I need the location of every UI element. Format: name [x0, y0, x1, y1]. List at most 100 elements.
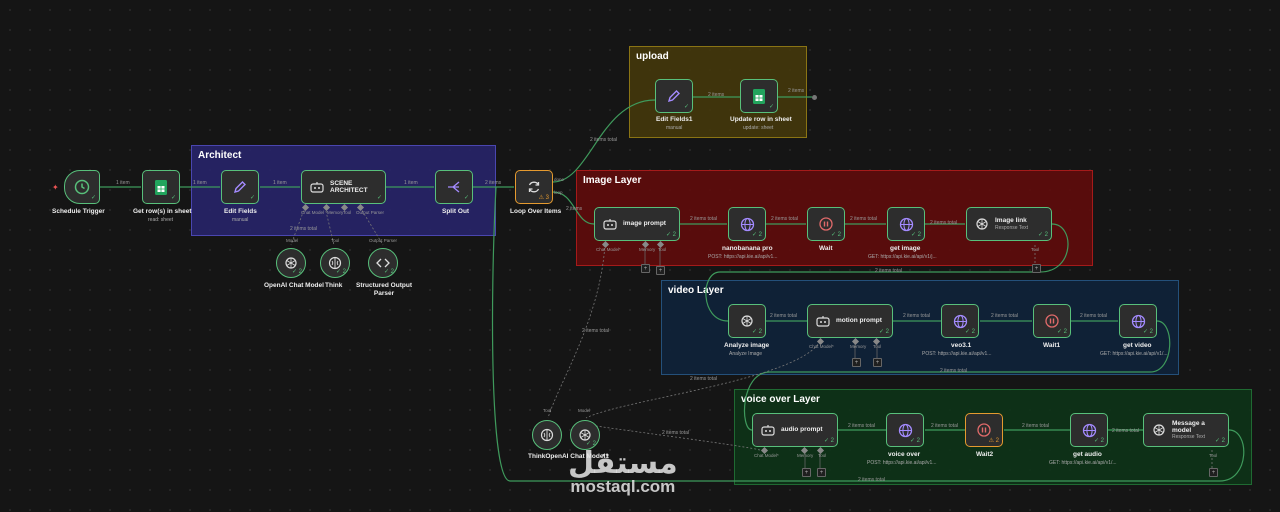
node-label: Edit Fields [224, 208, 257, 215]
node-label: Update row in sheet [730, 116, 792, 123]
node-label: Loop Over Items [510, 208, 562, 215]
edge-label: 2 items total [875, 268, 902, 274]
node-think-bottom[interactable] [532, 420, 562, 450]
node-text-stack: Message a model Response Text [1172, 420, 1212, 441]
openai-icon [578, 428, 592, 442]
node-label-text: Structured Output Parser [356, 282, 412, 298]
sub-port-label: Tool [873, 344, 882, 349]
node-subtitle: POST: https://api.kie.ai/api/v1... [867, 460, 937, 466]
add-tool-button[interactable]: + [817, 468, 826, 477]
node-wait1[interactable]: ✓ 2 [1033, 304, 1071, 338]
node-subtitle: GET: https://api.kie.ai/api/v1/... [1049, 460, 1117, 466]
add-memory-button[interactable]: + [802, 468, 811, 477]
node-openai-chat-model1[interactable]: ✓ 2 [570, 420, 600, 450]
node-label: veo3.1 [951, 342, 972, 349]
edge-label: 2 items [485, 180, 502, 186]
add-memory-button[interactable]: + [852, 358, 861, 367]
sub-port-label: Memory [797, 453, 814, 458]
node-wait2[interactable]: ⚠ 2 [965, 413, 1003, 447]
node-label: get image [890, 245, 921, 252]
watermark-arabic: مستقل [568, 446, 678, 481]
node-get-audio[interactable]: ✓ 2 [1070, 413, 1108, 447]
node-motion-prompt[interactable]: motion prompt ✓ 2 [807, 304, 893, 338]
node-nanobanana-pro[interactable]: ✓ 2 [728, 207, 766, 241]
openai-icon [975, 217, 989, 231]
node-text-stack: Image link Response Text [995, 217, 1028, 230]
loop-refresh-icon [527, 180, 541, 194]
node-edit-fields1[interactable]: ✓ [655, 79, 693, 113]
code-brackets-icon [376, 257, 390, 269]
pause-icon [819, 217, 833, 231]
edge-label: 2 items [566, 206, 583, 212]
node-get-video[interactable]: ✓ 2 [1119, 304, 1157, 338]
add-memory-button[interactable]: + [641, 264, 650, 273]
edge-label: 2 items total [690, 216, 717, 222]
node-veo31[interactable]: ✓ 2 [941, 304, 979, 338]
globe-icon [953, 314, 968, 329]
node-scene-architect[interactable]: SCENE ARCHITECT ✓ [301, 170, 386, 204]
edge-label: 2 items total [991, 313, 1018, 319]
node-get-image[interactable]: ✓ 2 [887, 207, 925, 241]
node-edit-fields[interactable]: ✓ [221, 170, 259, 204]
edge-label: 2 items [708, 92, 725, 98]
globe-icon [898, 423, 913, 438]
sub-port-label: Chat Model* [596, 247, 621, 252]
pause-icon [1045, 314, 1059, 328]
node-label: get audio [1073, 451, 1102, 458]
edge-label: 2 items total [850, 216, 877, 222]
node-voice-over[interactable]: ✓ 2 [886, 413, 924, 447]
node-image-link[interactable]: Image link Response Text ✓ 2 [966, 207, 1052, 241]
add-tool-button[interactable]: + [1032, 264, 1041, 273]
sub-port-label: Tool [1031, 247, 1040, 252]
node-get-rows-in-sheet[interactable]: ✓ [142, 170, 180, 204]
node-message-a-model[interactable]: Message a model Response Text ✓ 2 [1143, 413, 1229, 447]
edge-label: 2 items total [858, 477, 885, 483]
node-wait[interactable]: ✓ 2 [807, 207, 845, 241]
add-tool-button[interactable]: + [873, 358, 882, 367]
node-subtitle: POST: https://api.kie.ai/api/v1... [922, 351, 992, 357]
openai-icon [1152, 423, 1166, 437]
group-title: video Layer [668, 285, 724, 296]
pause-icon [977, 423, 991, 437]
edge-label: 2 items total [931, 423, 958, 429]
google-sheets-icon [155, 179, 167, 195]
node-label: image prompt [623, 220, 666, 228]
sub-port-label: Model [578, 408, 591, 413]
node-label: Wait1 [1043, 342, 1061, 349]
edge-label: 2 items total [848, 423, 875, 429]
output-port[interactable] [812, 95, 817, 100]
output-label-done: done [554, 177, 565, 182]
sub-port-label: Memory [850, 344, 867, 349]
sub-port-label: Tool [658, 247, 667, 252]
success-check-icon: ✓ [249, 195, 255, 201]
robot-icon [816, 315, 830, 327]
node-subtitle: manual [232, 217, 249, 223]
sub-port-label: Memory [639, 247, 656, 252]
edge-label: 2 items total [582, 328, 609, 334]
node-structured-output-parser[interactable]: ✓ 2 [368, 248, 398, 278]
add-tool-button[interactable]: + [656, 266, 665, 275]
node-loop-over-items[interactable]: ⚠ 3 [515, 170, 553, 204]
openai-icon [284, 256, 298, 270]
sub-port-label: Tool [543, 408, 552, 413]
success-check-icon: ✓ [170, 195, 176, 201]
node-label: Wait2 [976, 451, 994, 458]
sub-port-label: Tool [343, 210, 352, 215]
add-tool-button[interactable]: + [1209, 468, 1218, 477]
node-split-out[interactable]: ✓ [435, 170, 473, 204]
edge-label: 2 items total [290, 226, 317, 232]
node-audio-prompt[interactable]: audio prompt ✓ 2 [752, 413, 838, 447]
output-label-loop: loop [554, 190, 563, 195]
node-image-prompt[interactable]: image prompt ✓ 2 [594, 207, 680, 241]
node-label: audio prompt [781, 426, 823, 434]
group-title: Image Layer [583, 175, 642, 186]
node-openai-chat-model[interactable]: ✓ 2 [276, 248, 306, 278]
node-update-row-in-sheet[interactable]: ✓ [740, 79, 778, 113]
node-schedule-trigger[interactable]: ✓ [64, 170, 100, 204]
node-label: Think [325, 282, 343, 289]
node-think[interactable]: ✓ 2 [320, 248, 350, 278]
success-check-icon: ✓ 2 [291, 269, 302, 275]
node-analyze-image[interactable]: ✓ 2 [728, 304, 766, 338]
